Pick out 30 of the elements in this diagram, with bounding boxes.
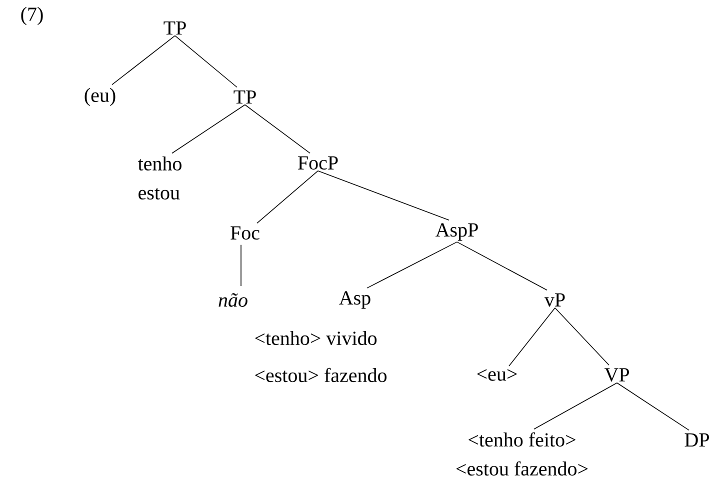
tree-branch — [554, 307, 610, 366]
tree-label: AspP — [436, 223, 478, 241]
tree-label: (eu) — [84, 88, 116, 106]
tree-branch — [112, 35, 176, 86]
tree-branch — [456, 242, 548, 291]
tree-branch — [534, 382, 618, 430]
tree-label: VP — [604, 368, 629, 382]
tree-branch — [172, 104, 246, 154]
tree-label: tenho estou — [138, 156, 182, 200]
tree-label: não — [218, 293, 248, 307]
annotation-text: <estou> fazendo — [255, 368, 387, 382]
tree-label: FocP — [298, 156, 338, 170]
tree-label: Asp — [339, 291, 370, 309]
tree-branch — [174, 35, 238, 88]
tree-branch — [318, 170, 450, 220]
tree-branch — [616, 382, 690, 431]
tree-branch — [508, 307, 556, 366]
tree-label: vP — [544, 293, 565, 307]
tree-label: <eu> — [477, 369, 517, 381]
tree-label: <tenho feito> <estou fazendo> — [456, 432, 588, 476]
example-number: (7) — [21, 6, 43, 26]
tree-label: Foc — [230, 226, 260, 240]
tree-branch — [366, 242, 458, 288]
annotation-text: <tenho> vivido — [255, 330, 377, 346]
tree-branch — [244, 104, 310, 154]
tree-label: DP — [684, 433, 709, 447]
tree-branch — [240, 244, 242, 286]
tree-label: TP — [164, 21, 186, 35]
tree-label: TP — [234, 90, 256, 104]
tree-branch — [256, 170, 318, 224]
